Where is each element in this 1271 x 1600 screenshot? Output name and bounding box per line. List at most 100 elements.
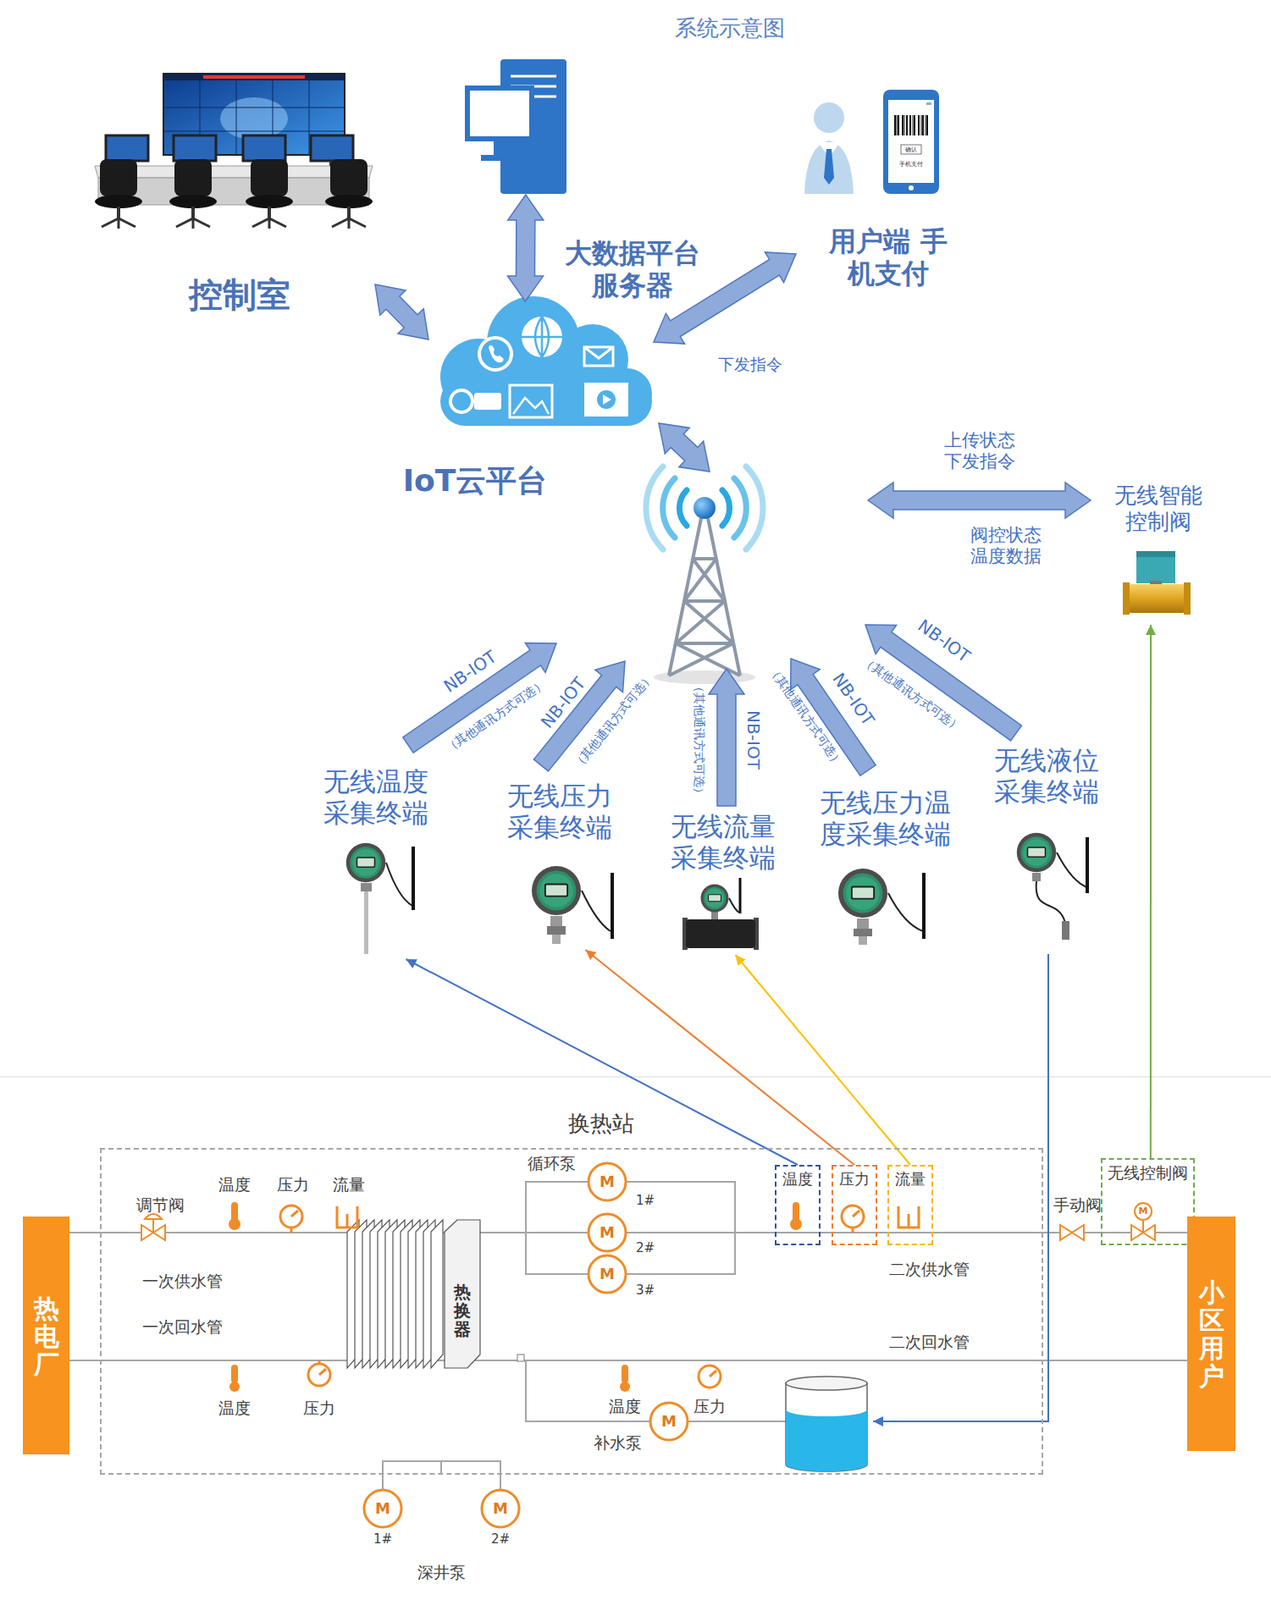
smart-valve-icon <box>1136 551 1176 558</box>
sensor-terminal-node: 无线流量 采集终端 <box>660 811 788 956</box>
thermometer-symbols <box>228 1202 802 1393</box>
base-station-tower <box>646 466 763 685</box>
sensor-devices <box>888 893 923 932</box>
sensor-devices <box>581 890 611 932</box>
annotation-label: M <box>375 1499 391 1519</box>
valve-symbols <box>1134 1203 1152 1221</box>
server-node: 大数据平台 服务器 <box>464 59 577 195</box>
sensor-devices <box>1032 873 1041 882</box>
pressure-gauge-symbols <box>698 1365 721 1388</box>
iot-cloud-icon <box>488 345 504 363</box>
node-label: 无线智能 控制阀 <box>1110 482 1207 536</box>
sensor-devices <box>1085 837 1089 894</box>
water-tank <box>785 1383 868 1472</box>
annotation-label: M <box>661 1412 677 1432</box>
node-label: 无线控制阀 <box>1107 1163 1189 1183</box>
valve-symbols <box>1060 1225 1084 1241</box>
sensor-devices <box>531 866 581 916</box>
water-tank <box>785 1376 868 1391</box>
measure-point-box: 压力 <box>831 1165 878 1246</box>
sensor-devices <box>856 918 869 929</box>
sensor-devices <box>739 878 742 914</box>
annotation-label: 二次供水管 <box>889 1259 970 1280</box>
annotation-label: 阀控状态 温度数据 <box>967 524 1045 568</box>
annotation-label: M <box>1138 1205 1149 1217</box>
node-label: 无线压力 采集终端 <box>502 780 618 844</box>
iot-cloud-icon <box>440 296 653 426</box>
block-arrow-connector <box>375 284 429 340</box>
annotation-label: M <box>492 1499 509 1519</box>
sensor-devices <box>552 934 561 945</box>
annotation-label: NB-IOT <box>536 673 591 732</box>
pump-symbols <box>364 1490 402 1528</box>
thermometer-symbols <box>619 1381 630 1393</box>
mobile-user-icon <box>900 144 922 155</box>
pipe-lines <box>69 1359 1188 1362</box>
pressure-gauge-symbols <box>709 1370 717 1377</box>
pressure-gauge-symbols <box>291 1210 299 1233</box>
sensor-devices <box>360 883 372 892</box>
iot-cloud-icon <box>602 394 612 405</box>
mobile-user-icon <box>813 102 845 133</box>
node-label: 换热站 <box>568 1110 635 1138</box>
valve-symbols <box>1142 1220 1144 1233</box>
separator-line <box>0 1077 1271 1078</box>
node-label: 控制室 <box>188 274 291 315</box>
node-label: 压力 <box>839 1170 870 1189</box>
control-valve-box: 无线控制阀 <box>1100 1158 1195 1246</box>
node-label: 大数据平台 服务器 <box>559 237 707 303</box>
signal-arrow-connector <box>406 959 799 1166</box>
sensor-devices <box>346 843 387 884</box>
mobile-user-icon <box>908 185 914 191</box>
sensor-devices <box>550 916 563 929</box>
mobile-user-icon <box>888 99 934 183</box>
base-station-tower <box>693 497 716 520</box>
server-icon <box>493 141 506 155</box>
pipe-lines <box>525 1182 735 1275</box>
consumer-bar: 小区用户 <box>1187 1216 1236 1452</box>
sensor-terminal-node: 无线压力 采集终端 <box>497 780 625 951</box>
pump-symbols <box>588 1214 626 1252</box>
thermometer-symbols <box>621 1364 629 1384</box>
pressure-gauge-symbols <box>852 1210 860 1233</box>
control-room-illustration <box>94 159 143 229</box>
mobile-user-icon <box>896 115 926 136</box>
iot-cloud-icon <box>474 392 502 410</box>
station-region: 换热站温度压力流量 <box>99 1148 1044 1476</box>
smart-valve-icon <box>1126 584 1188 614</box>
control-room-node: 控制室 <box>91 71 376 326</box>
signal-arrow-connector <box>1149 624 1152 1159</box>
sensor-devices <box>1036 881 1066 923</box>
base-station-tower <box>668 518 741 676</box>
annotation-label: 上传状态 下发指令 <box>940 430 1019 473</box>
pump-symbols <box>588 1255 626 1294</box>
control-room-illustration <box>245 159 293 229</box>
pump-symbols <box>481 1490 520 1528</box>
heat-exchanger-symbol <box>347 1220 481 1369</box>
annotation-label: 确认 <box>905 146 918 154</box>
sensor-devices <box>610 873 614 940</box>
node-label: 用户端 手机支付 <box>828 225 949 291</box>
pipe-lines <box>69 1182 1188 1491</box>
thermometer-symbols <box>790 1218 802 1231</box>
iot-cloud-icon <box>440 376 653 426</box>
annotation-label: NB-IOT <box>914 615 975 667</box>
mobile-user-icon <box>804 140 854 194</box>
block-arrow-connector <box>508 194 544 302</box>
water-tank <box>785 1376 868 1472</box>
mobile-user-node: 用户端 手机支付 <box>795 84 949 293</box>
control-room-illustration <box>220 97 288 140</box>
annotation-label: 1# <box>373 1531 393 1548</box>
sensor-devices <box>1061 921 1070 940</box>
sensor-devices <box>685 919 756 949</box>
thermometer-symbols <box>228 1218 241 1231</box>
iot-cloud-icon <box>509 385 553 418</box>
annotation-label: NB-IOT <box>439 646 500 697</box>
node-label: IoT云平台 <box>403 462 548 499</box>
base-station-tower <box>668 518 741 676</box>
annotation-label: 调节阀 <box>136 1195 185 1216</box>
annotation-label: 温度 <box>218 1398 251 1419</box>
annotation-label: 2# <box>635 1240 655 1256</box>
iot-cloud-icon <box>584 382 629 417</box>
node-label: 无线液位 采集终端 <box>989 745 1105 808</box>
